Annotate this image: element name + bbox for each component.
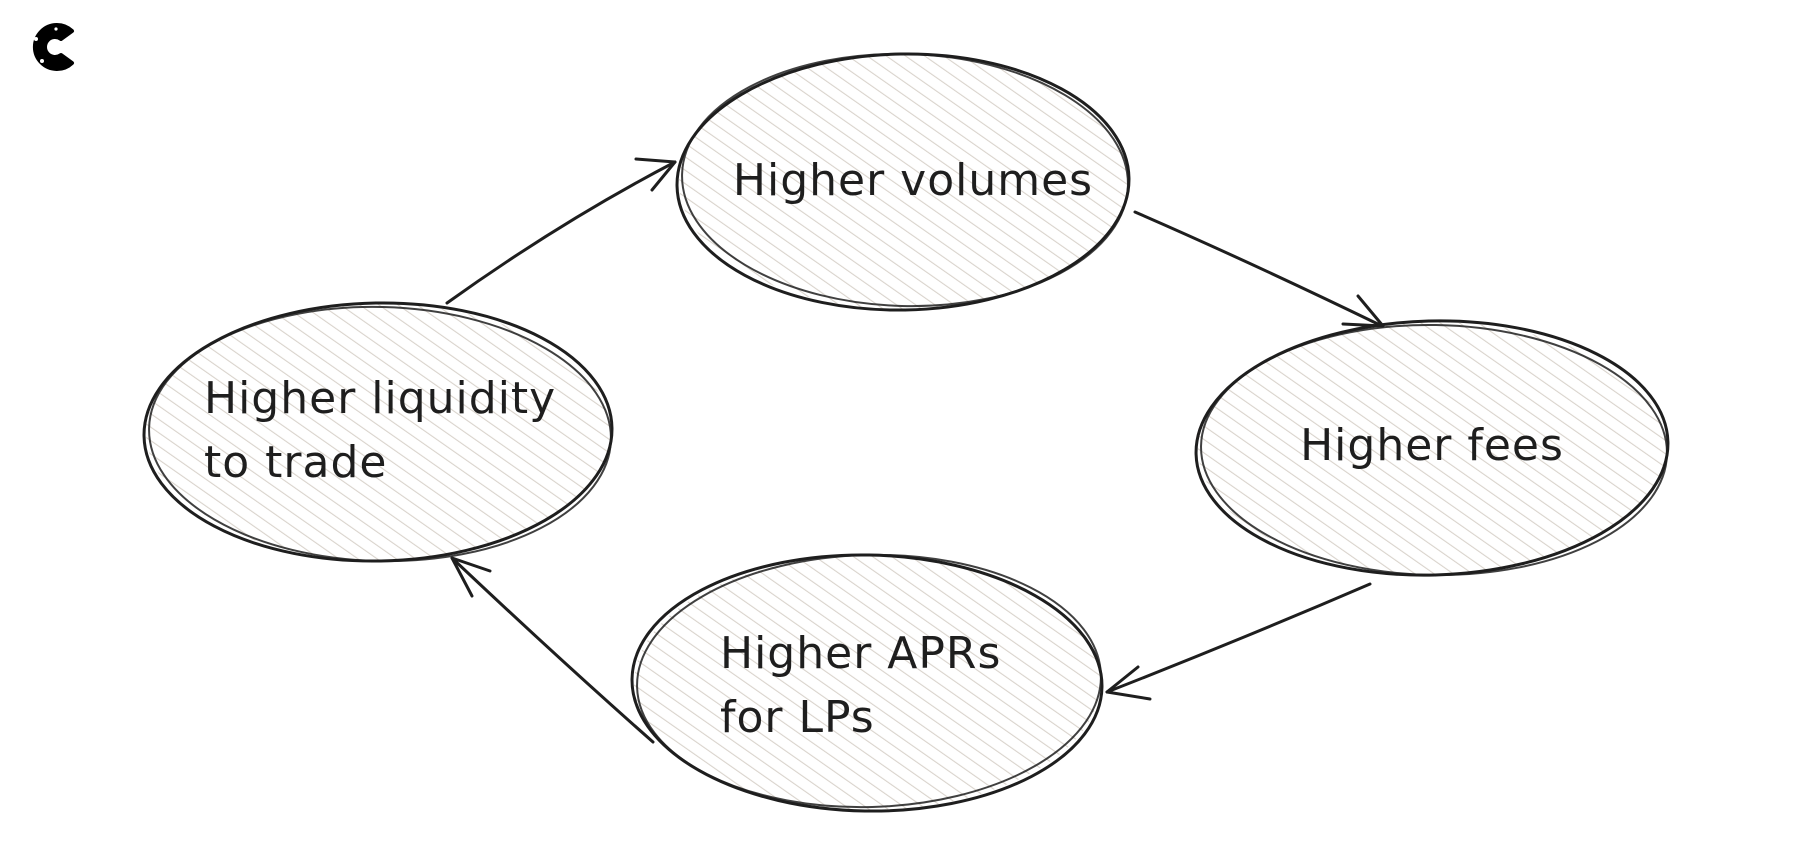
node-label: Higher liquidity to trade (204, 373, 571, 488)
node-label-line: to trade (204, 437, 387, 488)
node-label-line: Higher volumes (733, 155, 1093, 206)
node-label-line: Higher liquidity (204, 373, 556, 424)
arrow-liquidity-to-volumes (445, 157, 677, 305)
node-higher-volumes: Higher volumes (675, 52, 1131, 312)
node-label-line: for LPs (720, 692, 875, 743)
node-higher-fees: Higher fees (1194, 319, 1670, 577)
node-label: Higher APRs for LPs (720, 628, 1016, 743)
node-label-line: Higher fees (1300, 420, 1564, 471)
arrow-aprs-to-liquidity (450, 556, 655, 744)
c-logo-icon (32, 23, 74, 71)
node-label-line: Higher APRs (720, 628, 1001, 679)
arrow-volumes-to-fees (1133, 210, 1385, 328)
node-label: Higher volumes (733, 155, 1093, 206)
node-label: Higher fees (1300, 420, 1564, 471)
node-higher-aprs: Higher APRs for LPs (630, 553, 1104, 813)
arrow-fees-to-aprs (1105, 582, 1372, 701)
node-higher-liquidity: Higher liquidity to trade (142, 301, 614, 563)
